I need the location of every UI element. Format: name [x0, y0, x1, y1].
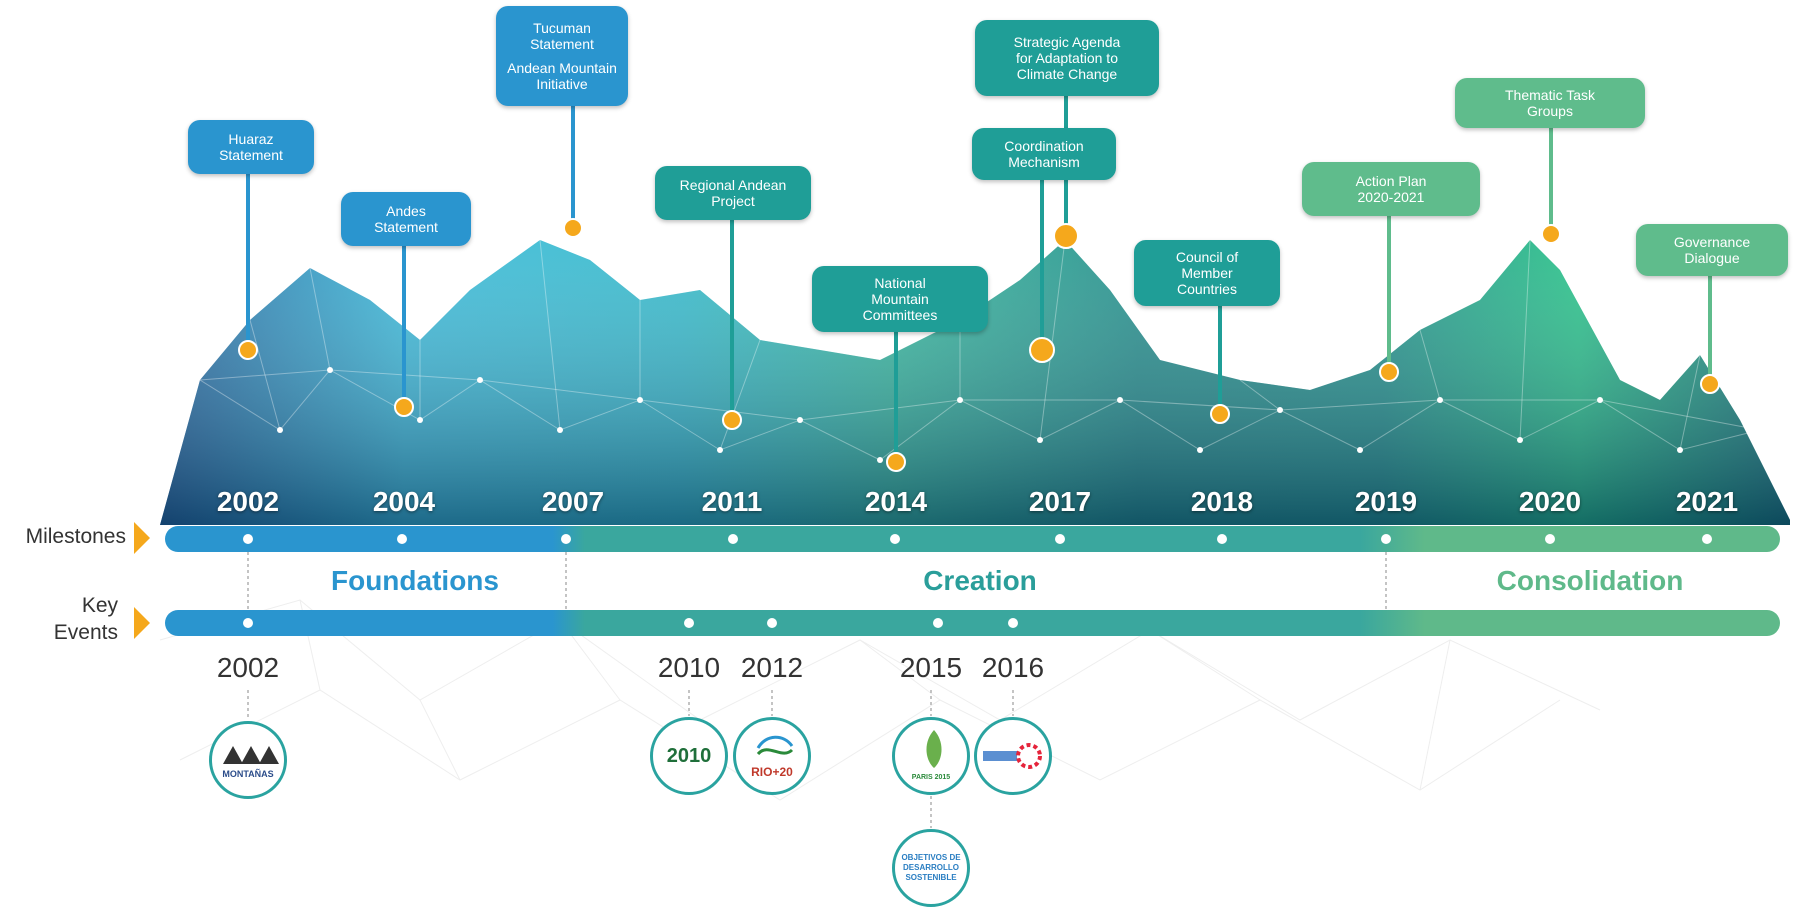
milestone-year-label: 2011 [701, 486, 763, 517]
key-event-year-label: 2002 [216, 652, 280, 683]
year-2010-logo: 2010 [650, 717, 728, 795]
milestone-year-label: 2004 [372, 486, 436, 517]
milestone-dot [238, 340, 258, 360]
milestone-dot [1053, 223, 1079, 249]
milestone-dot [1541, 224, 1561, 244]
milestones-row-label: Milestones [25, 525, 126, 548]
callout-text-line: Committees [862, 307, 938, 323]
phase-label: Foundations [331, 565, 499, 596]
key-events-arrow-icon [134, 607, 150, 639]
callout-text-line: Council of [1175, 249, 1239, 265]
paris-2015-logo: PARIS 2015 [892, 717, 970, 795]
callout-text-line: Andes [386, 203, 426, 219]
milestone-year-label: 2021 [1675, 486, 1739, 517]
callout-text-line: for Adaptation to [1016, 50, 1118, 66]
key-event-year-label: 2012 [740, 652, 804, 683]
milestone-dot [394, 397, 414, 417]
milestone-dot [1210, 404, 1230, 424]
callout-text-line: Action Plan [1355, 173, 1427, 189]
callout-text-line: Governance [1673, 234, 1751, 250]
key-events-row-label: Key Events [8, 592, 118, 646]
callout-stems [238, 96, 1720, 472]
milestone-dot [563, 218, 583, 238]
milestone-year-label: 2019 [1354, 486, 1418, 517]
milestone-year-label: 2007 [541, 486, 605, 517]
logo-text: OBJETIVOS DE DESARROLLO SOSTENIBLE [901, 853, 961, 882]
callout-text-line: Coordination [1004, 138, 1084, 154]
callout-text-line: National [874, 275, 926, 291]
sdg-color-wheel-icon [983, 743, 1042, 769]
callout-text-line: Mountain [871, 291, 929, 307]
callout-text-line: Regional Andean [679, 177, 787, 193]
milestone-year-label: 2014 [864, 486, 928, 517]
mountain-triangles-icon [223, 746, 279, 764]
globe-swirl-icon [756, 735, 794, 756]
callout-text-line: Groups [1527, 103, 1573, 119]
callout-text-line: Statement [219, 147, 283, 163]
logo-text: MONTAÑAS [222, 769, 274, 779]
callout-text-line: Thematic Task [1505, 87, 1595, 103]
phase-label: Consolidation [1496, 565, 1684, 596]
callout-text-line: Countries [1177, 281, 1237, 297]
mountain-polygon-band [160, 239, 1790, 525]
rio-plus-20-logo: RIO+20 [733, 717, 811, 795]
milestone-dot [1379, 362, 1399, 382]
key-event-year-label: 2015 [899, 652, 963, 683]
milestone-year-label: 2002 [216, 486, 280, 517]
sdg-logo: OBJETIVOS DE DESARROLLO SOSTENIBLE [892, 829, 970, 907]
milestone-year-label: 2020 [1518, 486, 1582, 517]
callout-text-line: 2020-2021 [1357, 189, 1425, 205]
callout-text-line: Mechanism [1008, 154, 1080, 170]
mountain-partnership-logo: MONTAÑAS [209, 721, 287, 799]
callout-text-line: Member [1181, 265, 1233, 281]
callout-text-line: Statement [374, 219, 438, 235]
callout-text-line: Project [711, 193, 755, 209]
callout-text-line: Tucuman [533, 20, 591, 36]
callout-text-line: Statement [530, 36, 594, 52]
milestone-dot [722, 410, 742, 430]
key-event-year-label: 2016 [981, 652, 1045, 683]
key-events-label-line-1: Key [81, 594, 118, 617]
milestones-bar [165, 526, 1780, 552]
leaf-icon [926, 730, 942, 768]
milestone-dot [1700, 374, 1720, 394]
timeline-bars [165, 526, 1780, 636]
phase-label: Creation [923, 565, 1037, 596]
logo-text: PARIS 2015 [911, 774, 951, 781]
key-event-year-label: 2010 [657, 652, 721, 683]
logo-text: 2010 [666, 745, 712, 767]
sdg-wheel-logo [974, 717, 1052, 795]
callout-text-line: Huaraz [228, 131, 274, 147]
milestone-dot [1029, 337, 1055, 363]
callout-text-line: Climate Change [1016, 66, 1118, 82]
callout-text-line: Andean Mountain [507, 60, 617, 76]
logo-text: RIO+20 [751, 765, 793, 779]
milestone-year-label: 2017 [1028, 486, 1092, 517]
callout-text-line: Dialogue [1684, 250, 1740, 266]
callout-text-line: Initiative [536, 76, 588, 92]
milestones-arrow-icon [134, 522, 150, 554]
callout-text-line: Strategic Agenda [1013, 34, 1121, 50]
milestone-year-label: 2018 [1190, 486, 1254, 517]
milestone-dot [886, 452, 906, 472]
key-events-label-line-2: Events [53, 621, 118, 644]
key-events-bar [165, 610, 1780, 636]
